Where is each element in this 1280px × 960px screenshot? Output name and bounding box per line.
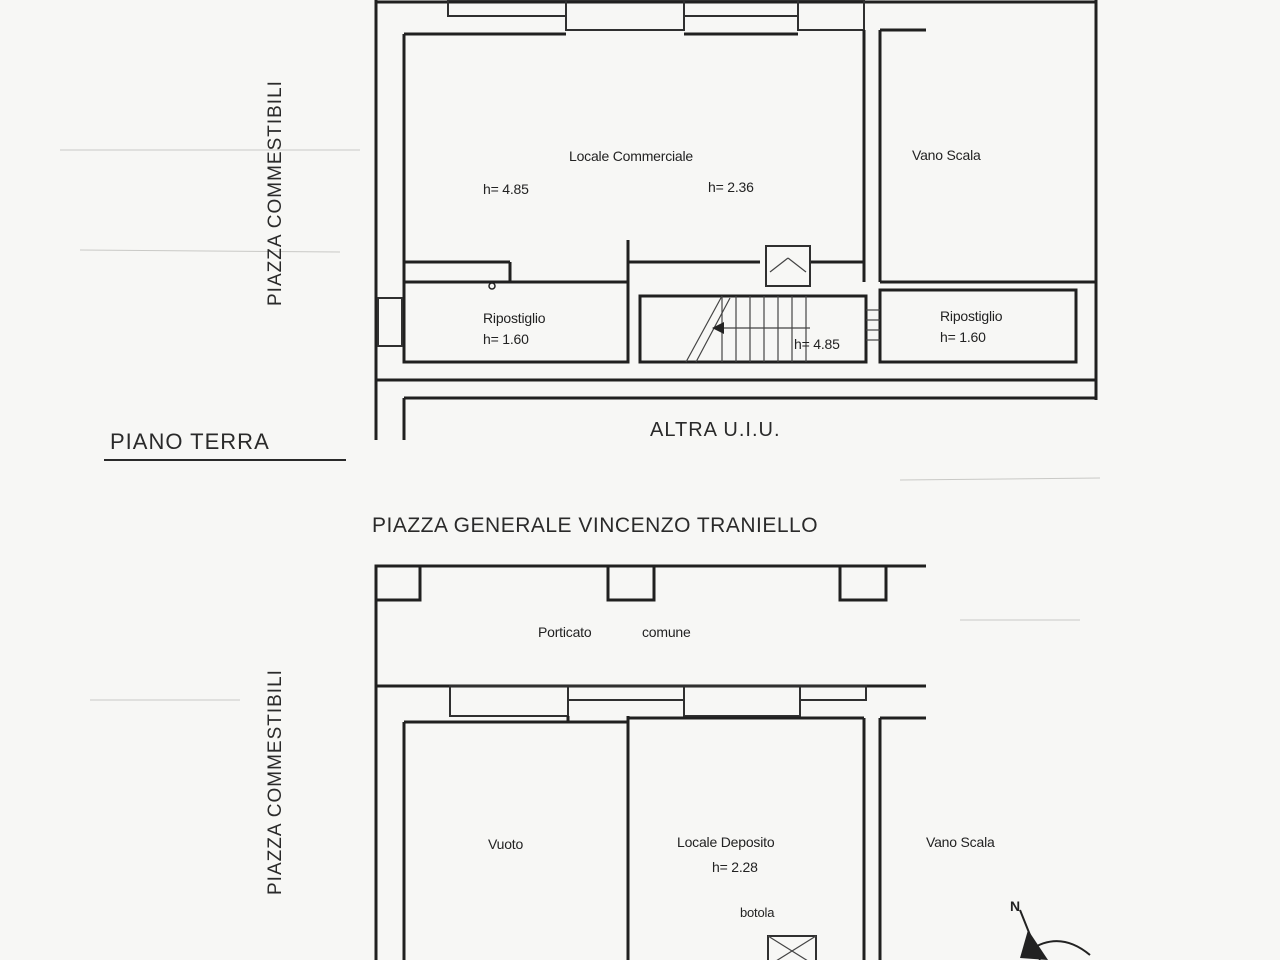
commercial-room-walls bbox=[404, 30, 866, 362]
lower-stair-name: Vano Scala bbox=[926, 834, 995, 850]
deposit-room-name: Locale Deposito bbox=[677, 834, 775, 850]
compass-rose bbox=[1019, 909, 1091, 960]
portico-word-2: comune bbox=[642, 624, 691, 640]
scan-background-noise bbox=[60, 149, 1101, 701]
side-street-label-bottom: PIAZZA COMMESTIBILI bbox=[265, 669, 286, 895]
storage-right-walls bbox=[866, 288, 1078, 364]
stair-well-walls bbox=[878, 28, 1096, 284]
other-unit-label: ALTRA U.I.U. bbox=[650, 419, 781, 441]
storage-left-height: h= 1.60 bbox=[483, 331, 529, 347]
ground-floor-windows bbox=[447, 0, 865, 31]
compass-north-label: N bbox=[1010, 898, 1020, 914]
hatch-label: botola bbox=[740, 905, 775, 920]
side-street-label-top: PIAZZA COMMESTIBILI bbox=[265, 80, 286, 306]
lower-openings bbox=[449, 685, 867, 717]
commercial-room-name: Locale Commerciale bbox=[569, 148, 694, 164]
commercial-height-a: h= 4.85 bbox=[483, 181, 529, 197]
storage-right-height: h= 1.60 bbox=[940, 329, 986, 345]
deposit-room-walls bbox=[628, 716, 866, 960]
void-room-walls bbox=[402, 716, 630, 960]
storage-right-name: Ripostiglio bbox=[940, 308, 1003, 324]
storage-left-name: Ripostiglio bbox=[483, 310, 546, 326]
ground-floor-outer-walls bbox=[374, 0, 1098, 440]
floor-title: PIANO TERRA bbox=[110, 429, 270, 454]
staircase bbox=[638, 245, 868, 364]
portico-pillars bbox=[374, 564, 888, 602]
main-street-label: PIAZZA GENERALE VINCENZO TRANIELLO bbox=[372, 514, 819, 537]
storage-left-walls bbox=[377, 280, 630, 364]
stair-well-name: Vano Scala bbox=[912, 147, 981, 163]
portico-word-1: Porticato bbox=[538, 624, 592, 640]
void-room-name: Vuoto bbox=[488, 836, 524, 852]
deposit-room-height: h= 2.28 bbox=[712, 859, 758, 875]
hatch-symbol bbox=[767, 935, 817, 960]
stair-height: h= 4.85 bbox=[794, 336, 840, 352]
commercial-height-b: h= 2.36 bbox=[708, 179, 754, 195]
lower-stair-walls bbox=[878, 716, 926, 960]
